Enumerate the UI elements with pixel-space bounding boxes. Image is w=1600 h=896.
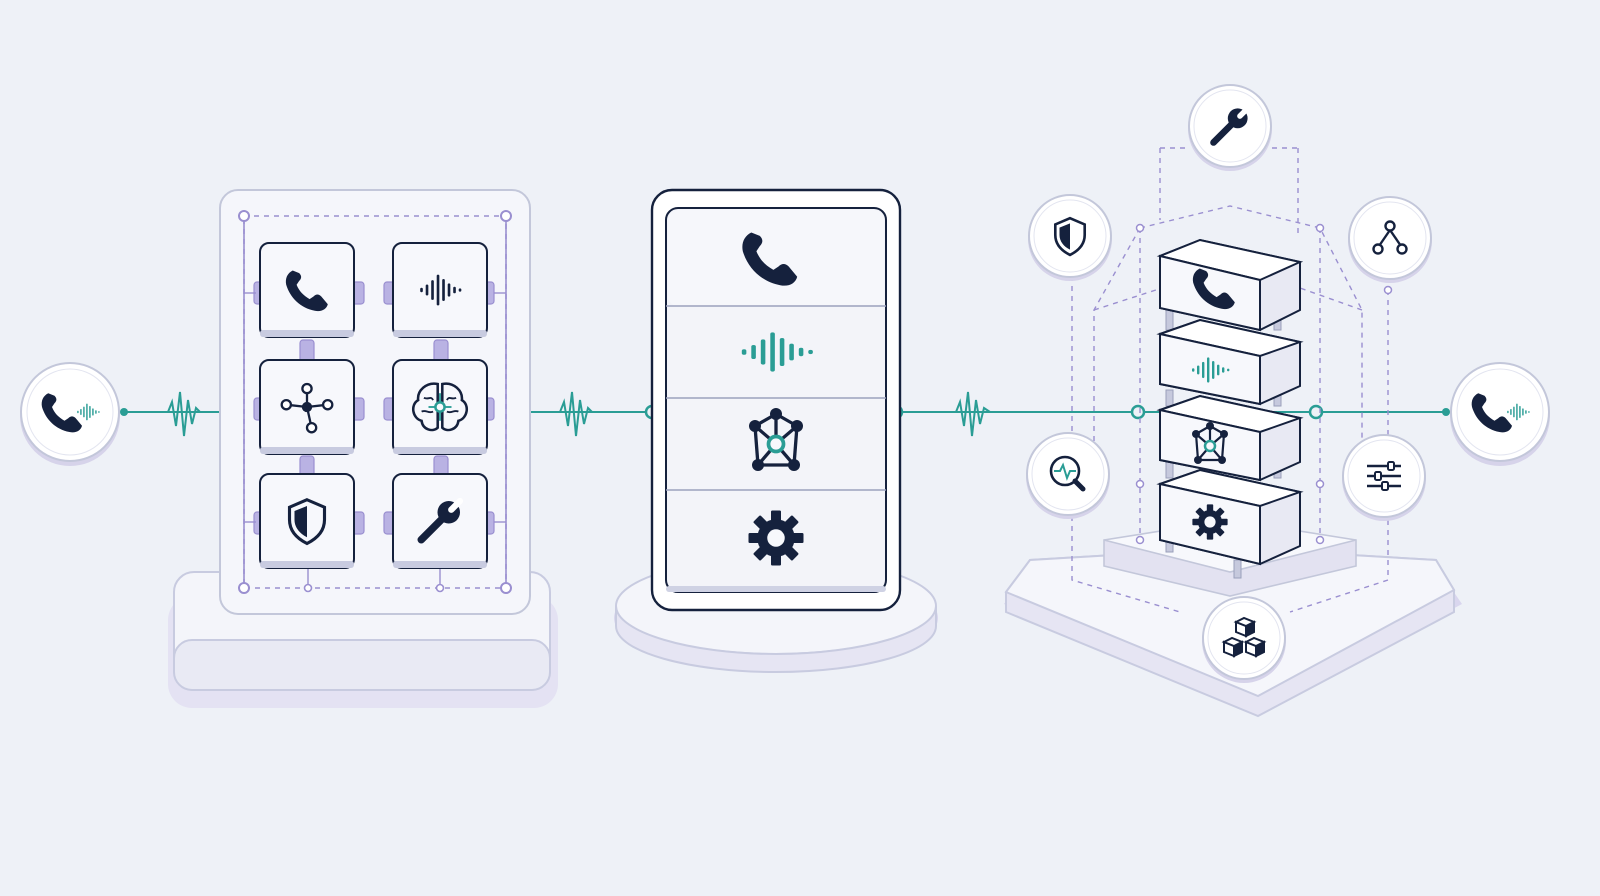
module-chip [392,242,488,338]
module-chip [259,473,355,569]
tower-layer [1156,318,1304,406]
satellite-node [1341,434,1427,522]
satellite-node [1187,84,1273,172]
modular-grid-platform [168,189,558,708]
tower-layer [1156,394,1304,482]
module-chip [259,359,355,455]
module-chip [392,473,488,569]
tower-layer [1156,468,1304,566]
module-chip [392,359,488,455]
stack-layer [666,332,886,399]
stack-layer [748,510,804,566]
gear-icon [1192,504,1228,540]
gear-icon [748,510,804,566]
layered-tower-platform [1004,84,1462,718]
left-endpoint [20,362,120,466]
stack-layer [666,406,886,491]
satellite-node [1201,596,1287,684]
satellite-node [1347,196,1433,284]
stack-layer [666,210,886,307]
satellite-node [1027,194,1113,282]
sliders-icon [1365,460,1403,492]
tower-layer [1156,238,1304,332]
monolith-stack-platform [614,188,938,674]
module-chip [259,242,355,338]
satellite-node [1025,432,1111,520]
right-endpoint [1450,362,1550,466]
